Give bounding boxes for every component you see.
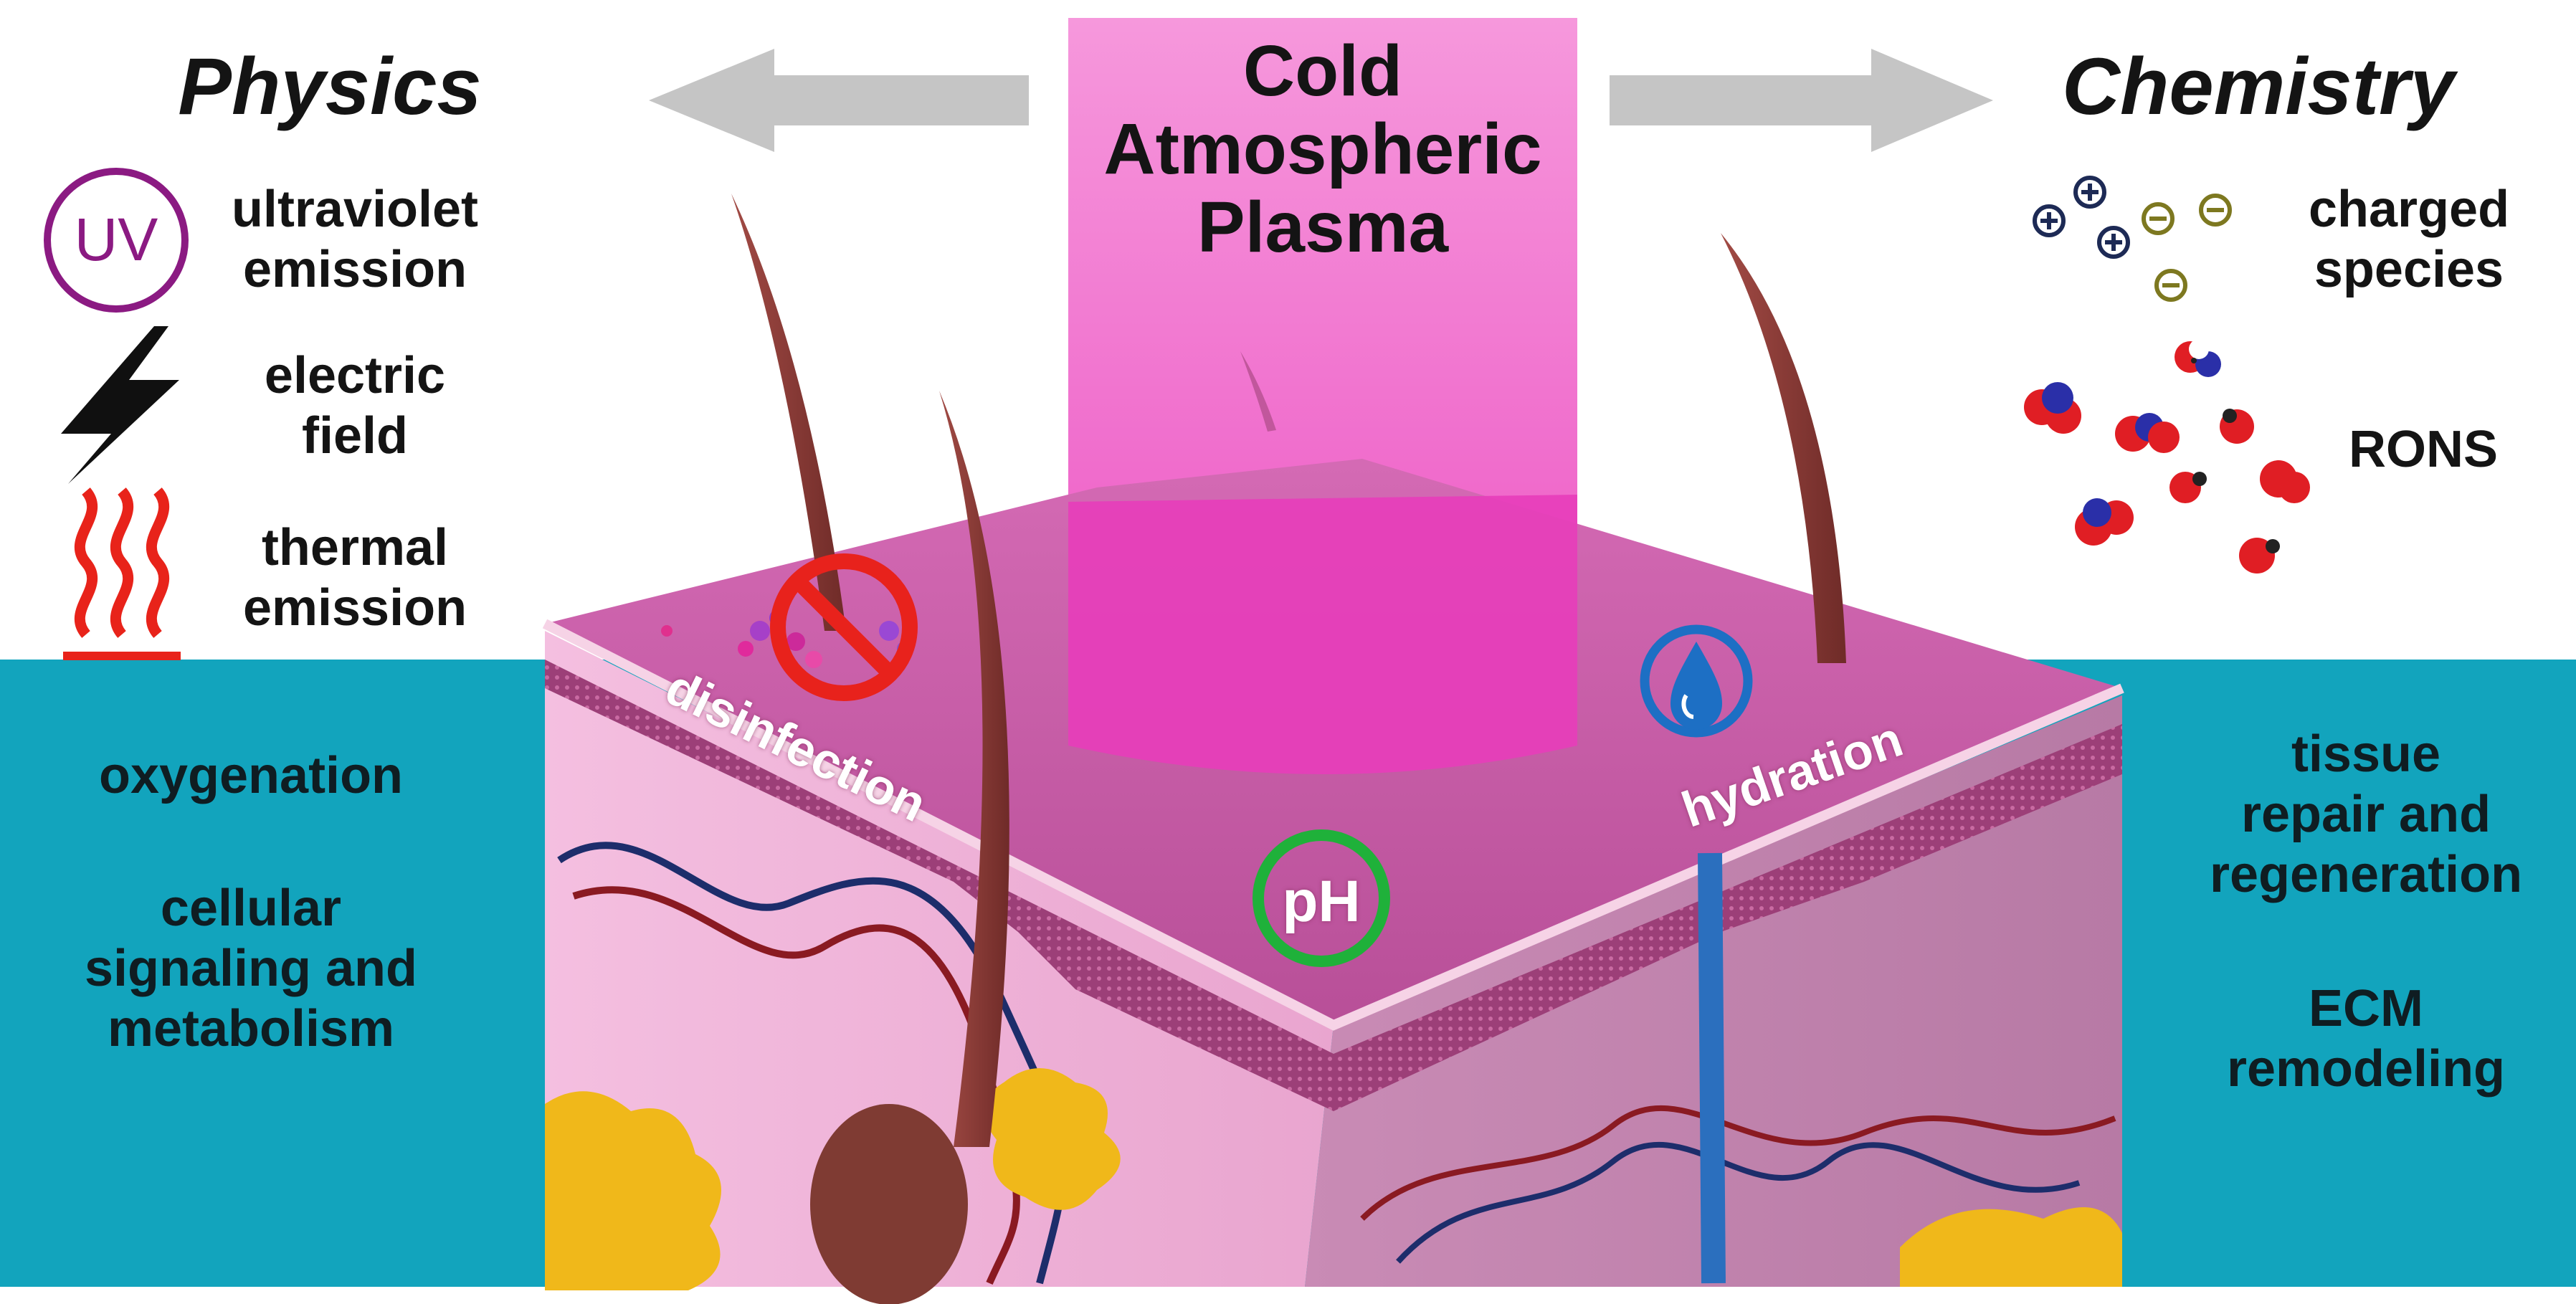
ph-ring-icon [1253,829,1390,967]
sweat-duct [1698,852,1726,1284]
tissue-label-line: regeneration [2209,846,2523,904]
epidermis-right [1334,724,2122,1111]
hair [939,391,1009,1147]
tissue-label-line: tissue [2291,725,2441,783]
charged-label: charged species [2266,179,2552,300]
chemistry-header: Chemistry [2062,42,2455,131]
cellular-label-line: signaling and [84,940,418,998]
heat-icon [63,487,181,660]
uv-label: ultraviolet emission [204,179,505,300]
title: Cold Atmospheric Plasma [1068,32,1577,267]
blood-vessel [1360,1105,2116,1221]
electric-label: electric field [204,346,505,466]
uv-label-line: emission [242,241,467,299]
charged-label-line: species [2314,241,2504,299]
fat-lobe [984,1068,1121,1210]
tissue-label-line: repair and [2240,786,2491,844]
electric-label-line: field [301,407,408,465]
hair [731,194,846,631]
plasma-spot [1068,495,1577,774]
ph-label: pH [1282,869,1361,934]
ecm-label: ECM remodeling [2165,979,2567,1099]
uv-badge-text: UV [74,206,158,273]
rons-molecules [2024,339,2310,574]
water-drop-icon [1640,624,1753,738]
title-line: Atmospheric [1103,109,1542,189]
fat-lobe [1900,1207,2122,1287]
hair-bulb [810,1104,968,1304]
thermal-label: thermal emission [204,518,505,638]
thermal-label-line: emission [242,579,467,637]
rons-label: RONS [2348,421,2499,478]
positive-ion-icon [2033,176,2130,259]
arrow-left-icon [649,49,1029,152]
uv-label-line: ultraviolet [231,181,479,238]
ecm-label-line: ECM [2309,980,2423,1037]
uv-icon [44,168,189,313]
ecm-label-line: remodeling [2226,1040,2506,1098]
charged-label-line: charged [2308,181,2510,238]
blood-vessel [1396,1142,2081,1264]
thermal-label-line: thermal [261,519,449,576]
title-line: Cold [1242,31,1403,111]
hair [1240,351,1276,432]
arrow-right-icon [1610,49,1993,152]
physics-header: Physics [178,42,482,131]
electric-label-line: electric [264,347,446,404]
fat-lobe [545,1091,721,1290]
skin-edge [542,619,2124,1031]
negative-ion-icon [2142,194,2232,302]
lightning-icon [61,326,179,484]
title-line: Plasma [1197,187,1449,267]
hair [1721,233,1846,663]
no-sign-icon [770,553,918,701]
tissue-label: tissue repair and regeneration [2165,724,2567,905]
oxygenation-label: oxygenation [98,747,404,804]
cellular-label: cellular signaling and metabolism [29,878,473,1060]
epidermis-left [545,660,1334,1111]
blood-vessel [572,886,1020,1285]
cellular-label-line: metabolism [107,1000,395,1058]
cellular-label-line: cellular [160,880,342,937]
